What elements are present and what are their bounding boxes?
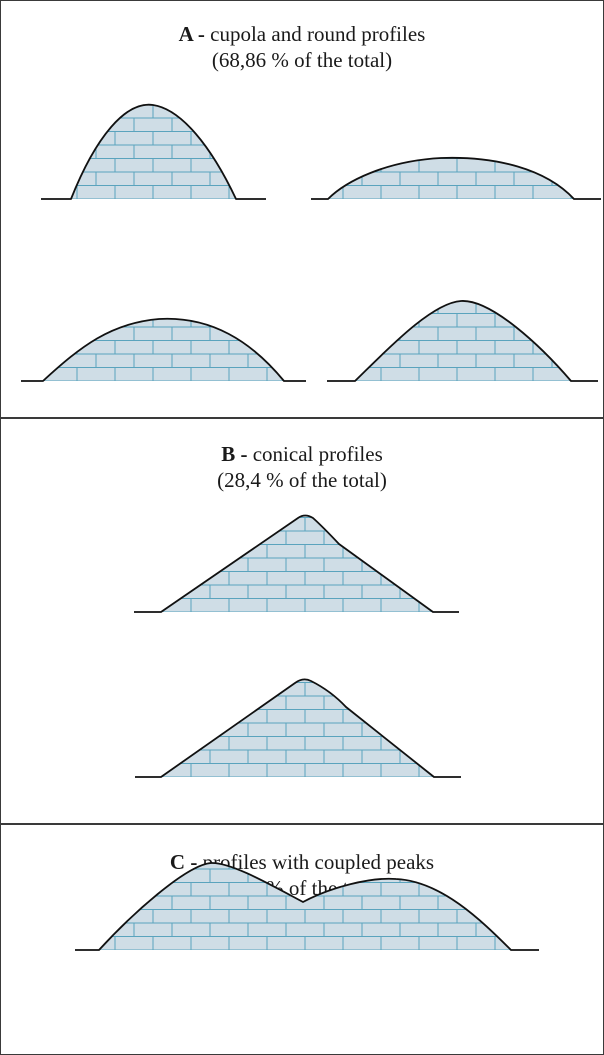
cupola-profile-1-fill <box>71 104 266 199</box>
conical-profile-2-fill <box>161 679 461 777</box>
round-profile-1-outline <box>311 156 601 200</box>
conical-profile-1 <box>134 514 459 613</box>
cupola-profile-2-outline <box>327 300 598 382</box>
panel-a-separator: - <box>192 22 211 46</box>
conical-profile-1-fill <box>161 515 459 612</box>
panel-b-title: B - conical profiles (28,4 % of the tota… <box>1 441 603 493</box>
panel-b: B - conical profiles (28,4 % of the tota… <box>1 417 603 823</box>
panel-a-title: A - cupola and round profiles (68,86 % o… <box>1 21 603 73</box>
panel-b-share: (28,4 % of the total) <box>217 468 387 492</box>
cupola-profile-1-outline <box>41 103 266 200</box>
round-profile-2-outline <box>21 317 306 382</box>
coupled-peaks-profile <box>75 862 539 951</box>
panel-b-separator: - <box>235 442 253 466</box>
panel-c: C - profiles with coupled peaks (2,74 % … <box>1 823 603 1054</box>
panel-a: A - cupola and round profiles (68,86 % o… <box>1 1 603 417</box>
conical-profile-2-outline <box>135 678 461 778</box>
coupled-peaks-profile-fill <box>99 862 539 950</box>
conical-profile-2 <box>135 678 461 778</box>
panel-c-separator: - <box>185 850 203 874</box>
panel-a-title-text: cupola and round profiles <box>210 22 426 46</box>
coupled-peaks-profile-outline <box>75 862 539 951</box>
panel-b-profiles <box>134 514 461 778</box>
panel-c-profiles <box>75 862 539 951</box>
panel-b-title-text: conical profiles <box>252 442 383 466</box>
panel-c-letter: C <box>169 850 186 874</box>
panel-a-profiles <box>21 103 601 382</box>
round-profile-2-fill <box>43 318 306 381</box>
conical-profile-1-outline <box>134 514 459 613</box>
panel-b-letter: B <box>221 442 236 466</box>
panel-a-letter: A <box>178 22 193 46</box>
panel-a-share: (68,86 % of the total) <box>211 48 393 72</box>
round-profile-1-fill <box>328 157 601 199</box>
